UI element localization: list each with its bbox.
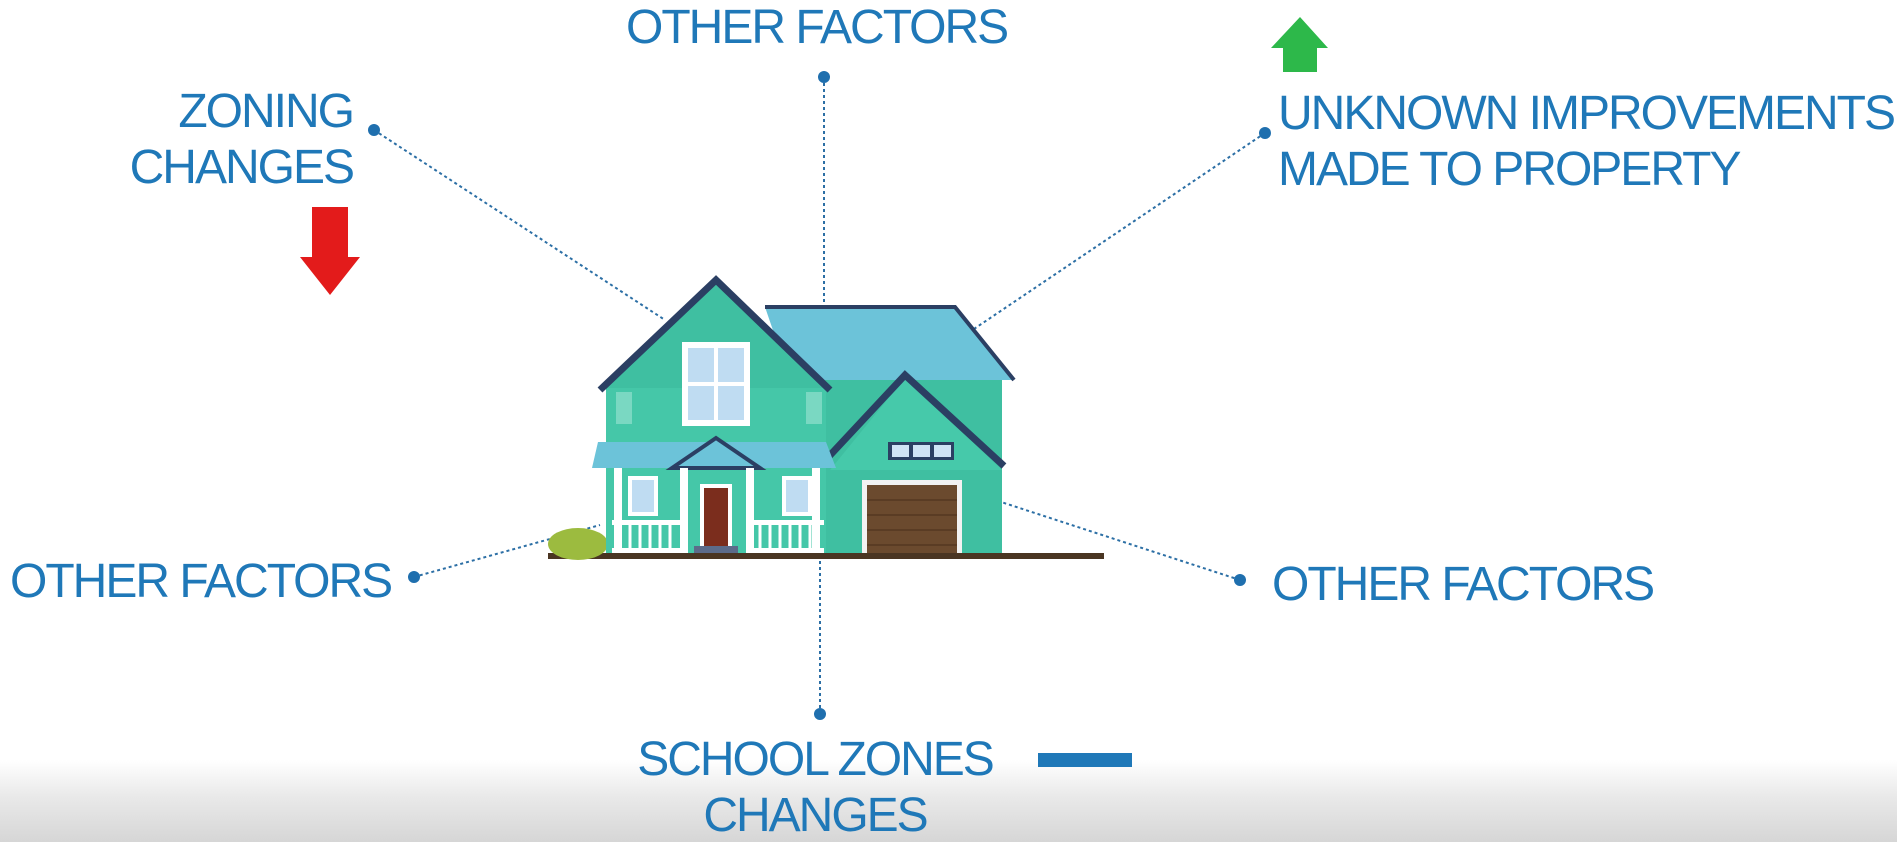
connector-dots [368, 71, 1271, 720]
dot-top [818, 71, 830, 83]
label-right-factors: OTHER FACTORS [1272, 557, 1655, 613]
dot-zoning [368, 124, 380, 136]
connectors [373, 77, 1266, 714]
label-left-line-1: OTHER FACTORS [10, 555, 393, 608]
dot-right [1234, 574, 1246, 586]
label-left-factors: OTHER FACTORS [10, 554, 393, 610]
dot-left [408, 571, 420, 583]
label-zoning-line-2: CHANGES [129, 141, 355, 194]
label-zoning-changes: ZONING CHANGES [129, 84, 355, 196]
label-unknown-line-1: UNKNOWN IMPROVEMENTS [1278, 87, 1896, 140]
dot-school [814, 708, 826, 720]
label-unknown-line-2: MADE TO PROPERTY [1278, 143, 1741, 196]
connector-right [994, 499, 1241, 581]
label-top-line-1: OTHER FACTORS [626, 1, 1009, 54]
down-arrow-icon [300, 207, 360, 295]
label-right-line-1: OTHER FACTORS [1272, 558, 1655, 611]
label-school-zones: SCHOOL ZONES CHANGES [630, 732, 1000, 844]
connector-zoning [373, 129, 666, 321]
neutral-bar-icon [1038, 753, 1132, 767]
label-top-factors: OTHER FACTORS [626, 0, 1009, 56]
connector-left [413, 524, 601, 578]
label-unknown-improvements: UNKNOWN IMPROVEMENTS MADE TO PROPERTY [1278, 86, 1896, 198]
dot-unknown [1259, 127, 1271, 139]
up-arrow-icon [1271, 17, 1328, 72]
label-school-line-2: CHANGES [703, 789, 928, 842]
label-school-line-1: SCHOOL ZONES [637, 733, 995, 786]
label-zoning-line-1: ZONING [178, 85, 355, 138]
bottom-fade [0, 760, 1897, 842]
house-illustration [548, 275, 1104, 560]
connector-unknown [964, 132, 1266, 336]
